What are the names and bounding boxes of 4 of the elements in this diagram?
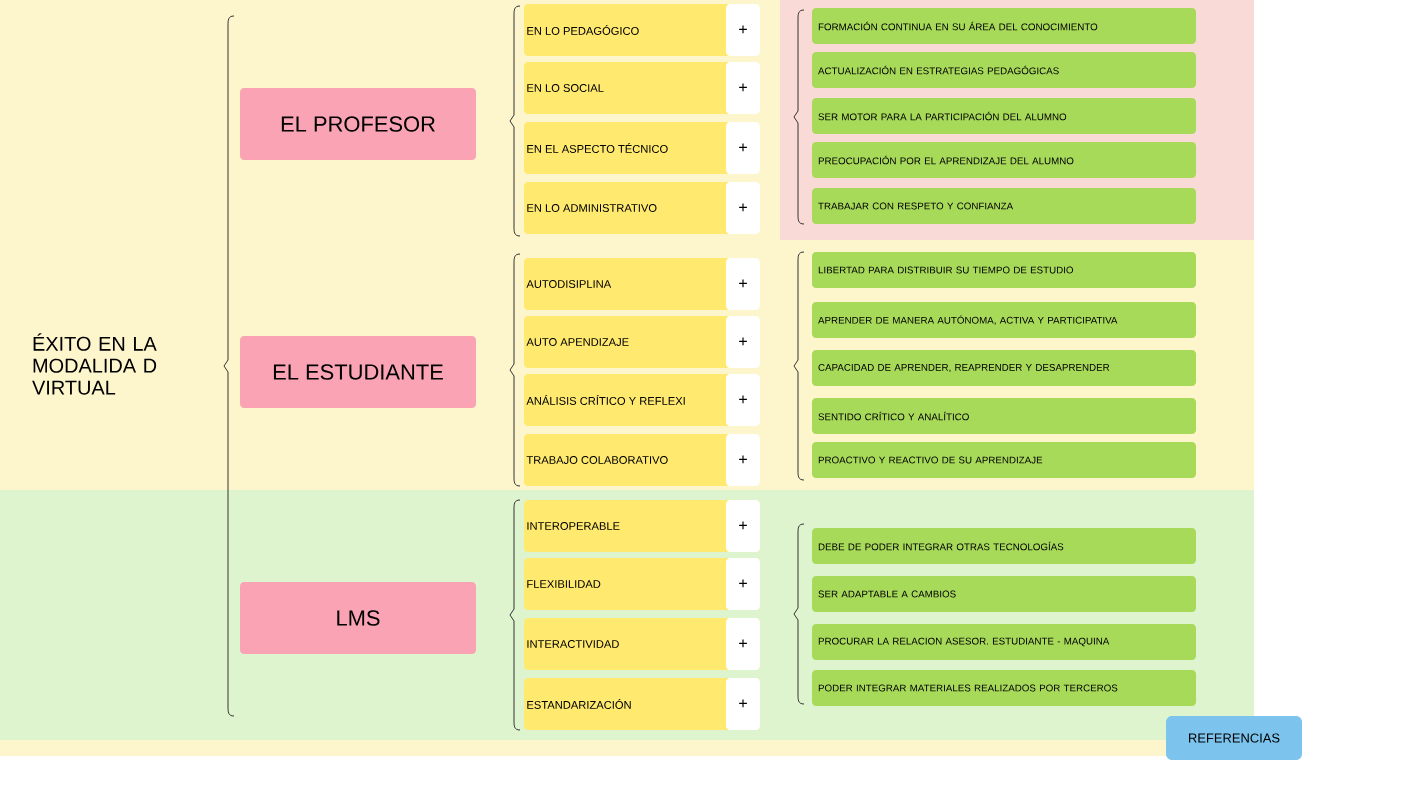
title-text: ÉXITO EN LA MODALIDA D VIRTUAL [32,333,157,395]
category-box: LMS [240,582,476,654]
category-box: EL PROFESOR [240,88,476,160]
category-box: EL ESTUDIANTE [240,336,476,408]
